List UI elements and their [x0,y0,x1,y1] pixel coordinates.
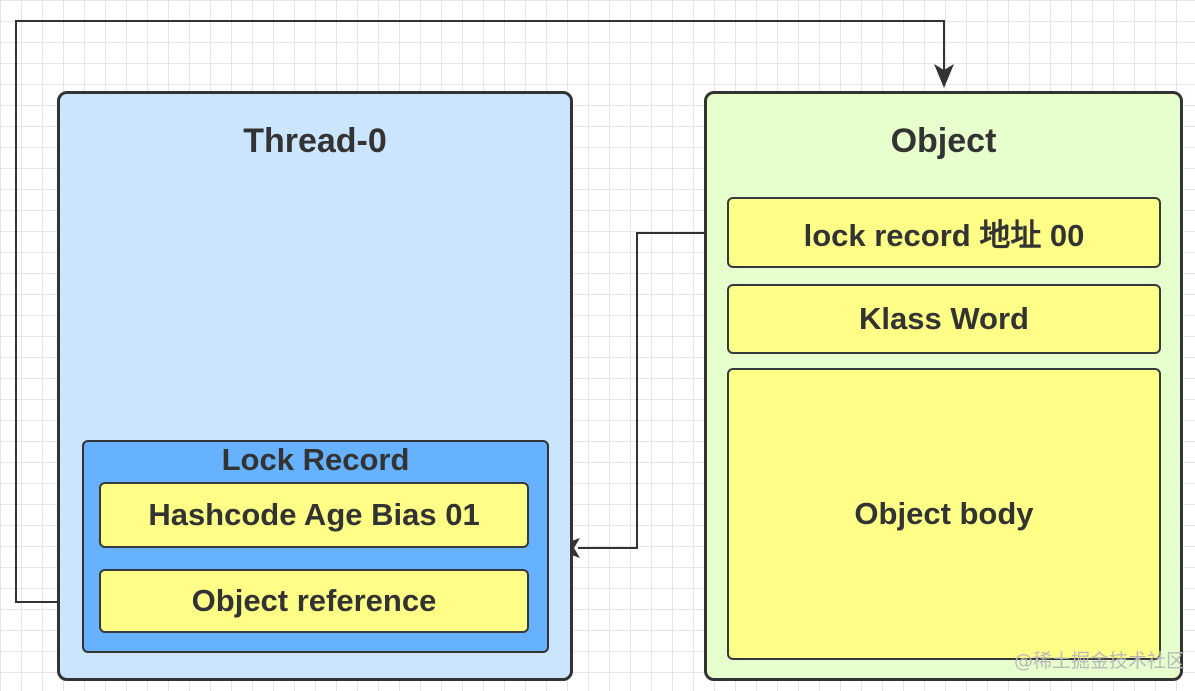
lock-record-title: Lock Record [221,442,410,477]
object-title: Object [890,122,997,160]
object-body-field: Object body [727,368,1161,660]
object-reference-arrowhead [934,64,954,88]
mark-word-field: Hashcode Age Bias 01 [99,482,529,548]
klass-word-field: Klass Word [727,284,1161,354]
watermark: @稀土掘金技术社区 [1013,650,1185,672]
thread-title: Thread-0 [243,122,387,160]
lock-record-address-field: lock record 地址 00 [727,197,1161,268]
object-reference-field: Object reference [99,569,529,633]
